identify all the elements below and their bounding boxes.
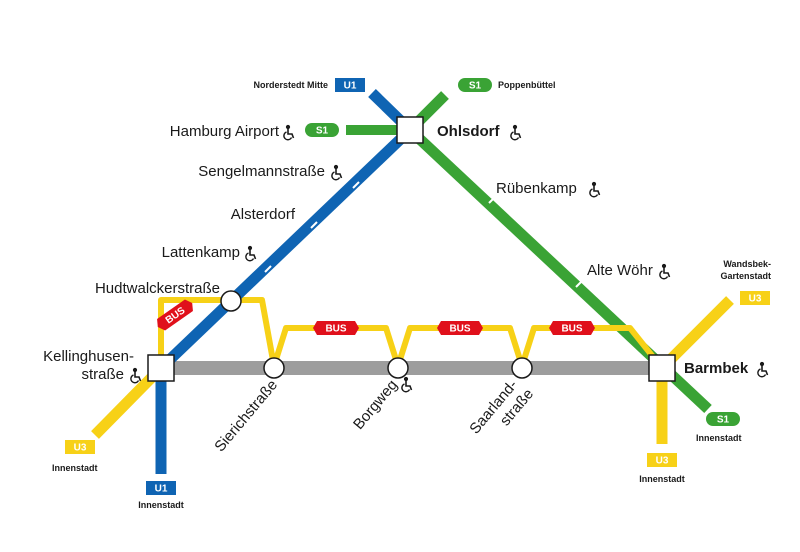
u3-badge-east: U3 — [740, 291, 770, 305]
station-barmbek[interactable]: Barmbek — [684, 360, 749, 377]
wheelchair-icon — [589, 181, 601, 198]
kellinghusen-interchange[interactable] — [147, 354, 175, 382]
wheelchair-icon — [283, 124, 295, 141]
saarlandstrasse-marker[interactable] — [511, 357, 533, 379]
station-alsterdorf[interactable]: Alsterdorf — [231, 206, 296, 223]
svg-text:U3: U3 — [656, 456, 669, 467]
station-sengelmannstrasse[interactable]: Sengelmannstraße — [198, 163, 325, 180]
terminal-innenstadt-u1: Innenstadt — [138, 500, 184, 510]
svg-text:S1: S1 — [316, 126, 329, 137]
wheelchair-icon — [401, 376, 413, 393]
barmbek-interchange[interactable] — [648, 354, 676, 382]
svg-text:BUS: BUS — [325, 324, 346, 335]
wheelchair-icon — [245, 245, 257, 262]
station-ohlsdorf[interactable]: Ohlsdorf — [437, 123, 501, 140]
svg-text:U3: U3 — [74, 443, 87, 454]
station-borgweg[interactable]: Borgweg — [350, 377, 401, 433]
terminal-labels: Norderstedt Mitte Poppenbüttel Wandsbek-… — [52, 80, 771, 510]
hudtwalckerstrasse-marker[interactable] — [220, 290, 242, 312]
terminal-wandsbek-2: Gartenstadt — [720, 271, 771, 281]
station-hudtwalckerstrasse[interactable]: Hudtwalckerstraße — [95, 280, 220, 297]
bus-badge: BUS — [313, 321, 359, 335]
svg-text:U1: U1 — [344, 81, 357, 92]
svg-text:S1: S1 — [717, 415, 730, 426]
station-labels: Ohlsdorf Hamburg Airport Sengelmannstraß… — [43, 123, 769, 456]
station-kellinghusen-1[interactable]: Kellinghusen- — [43, 348, 134, 365]
wheelchair-icon — [757, 361, 769, 378]
bus-badge: BUS — [549, 321, 595, 335]
station-sierichstrasse[interactable]: Sierichstraße — [211, 377, 281, 456]
u3-badge-south: U3 — [647, 453, 677, 467]
station-ruebenkamp[interactable]: Rübenkamp — [496, 180, 577, 197]
station-alte-woehr[interactable]: Alte Wöhr — [587, 262, 653, 279]
station-circles — [220, 290, 533, 379]
u1-track-main — [157, 126, 414, 372]
terminal-wandsbek-1: Wandsbek- — [723, 259, 771, 269]
tick-ruebenkamp — [488, 196, 496, 204]
sierichstrasse-marker[interactable] — [263, 357, 285, 379]
tick-sengelmannstrasse — [352, 181, 360, 189]
u3-badge-sw: U3 — [65, 440, 95, 454]
tick-lattenkamp — [264, 265, 272, 273]
ohlsdorf-interchange[interactable] — [396, 116, 424, 144]
u1-badge-south: U1 — [146, 481, 176, 495]
wheelchair-icon — [510, 124, 522, 141]
wheelchair-icon — [331, 164, 343, 181]
terminal-poppenbuettel: Poppenbüttel — [498, 80, 556, 90]
borgweg-marker[interactable] — [387, 357, 409, 379]
s1-badge-north: S1 — [458, 78, 492, 92]
terminal-innenstadt-u3-east: Innenstadt — [639, 474, 685, 484]
svg-text:BUS: BUS — [449, 324, 470, 335]
station-lattenkamp[interactable]: Lattenkamp — [162, 244, 240, 261]
tick-alsterdorf — [310, 221, 318, 229]
station-hamburg-airport[interactable]: Hamburg Airport — [170, 123, 280, 140]
terminal-norderstedt-mitte: Norderstedt Mitte — [253, 80, 328, 90]
station-ticks — [264, 181, 583, 288]
tick-alte-woehr — [575, 280, 583, 288]
station-kellinghusen-2[interactable]: straße — [81, 366, 124, 383]
bus-badge: BUS — [437, 321, 483, 335]
s1-badge-airport: S1 — [305, 123, 339, 137]
line-badges: U1 S1 S1 S1 U3 U3 U3 U1 — [65, 78, 770, 495]
svg-text:U3: U3 — [749, 294, 762, 305]
terminal-innenstadt-s1: Innenstadt — [696, 433, 742, 443]
svg-text:S1: S1 — [469, 81, 482, 92]
interchanges — [147, 116, 676, 382]
svg-text:BUS: BUS — [561, 324, 582, 335]
wheelchair-icon — [659, 263, 671, 280]
wheelchair-icon — [130, 367, 142, 384]
terminal-innenstadt-u3-west: Innenstadt — [52, 463, 98, 473]
svg-text:U1: U1 — [155, 484, 168, 495]
u1-badge-north: U1 — [335, 78, 365, 92]
s1-badge-south: S1 — [706, 412, 740, 426]
